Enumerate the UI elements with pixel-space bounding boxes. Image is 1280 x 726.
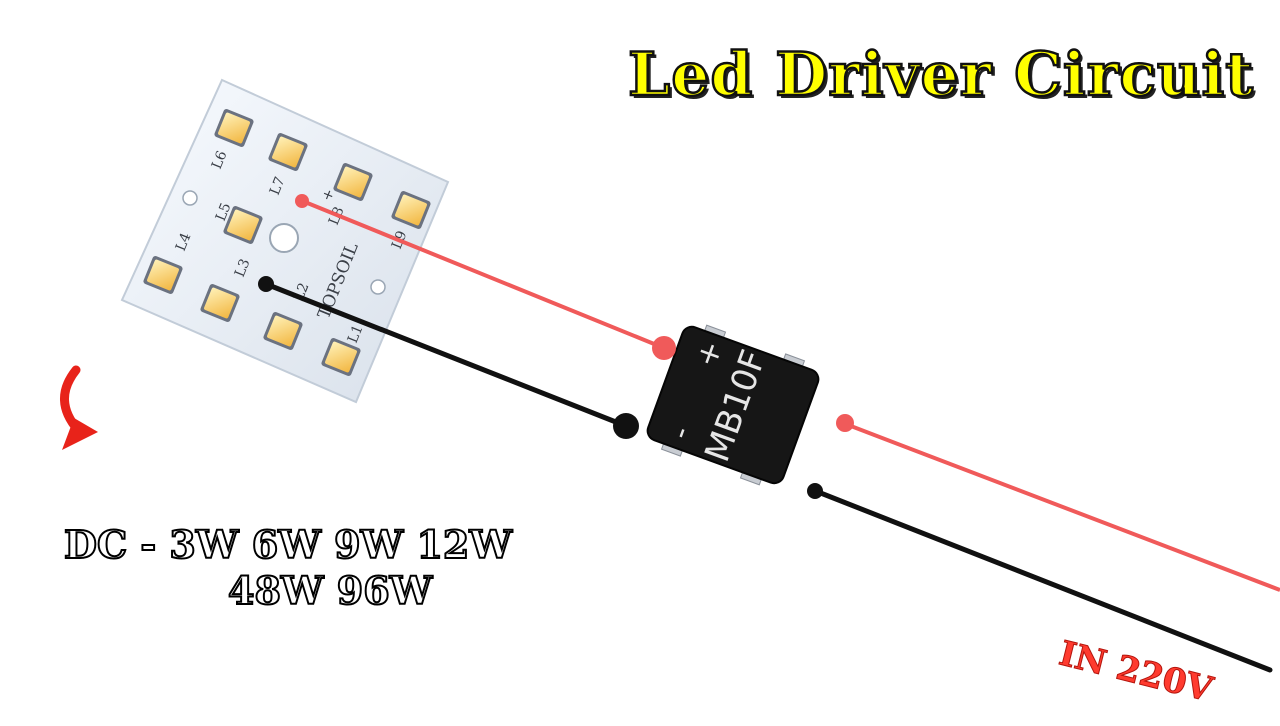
led-label-l6: L6 bbox=[209, 149, 231, 172]
page-title: Led Driver Circuit bbox=[627, 39, 1255, 112]
load-label-line-2: 48W 96W bbox=[227, 567, 433, 614]
positive-led-dot bbox=[295, 194, 309, 208]
ac-input-dot-1 bbox=[836, 414, 854, 432]
ac-input-wire-2 bbox=[810, 487, 1273, 673]
led-chip bbox=[223, 206, 263, 244]
led-chip bbox=[214, 109, 254, 147]
led-chip bbox=[263, 312, 303, 350]
led-board: L6 L7 L5 L4 L3 L2 L1 L8 L9 TOPSOIL + bbox=[120, 78, 450, 404]
led-chip bbox=[333, 163, 373, 201]
bridge-rectifier: MB10F + - bbox=[646, 324, 820, 486]
led-chip bbox=[200, 284, 240, 322]
positive-wire-to-led bbox=[298, 198, 666, 350]
rectifier-positive-dot bbox=[652, 336, 676, 360]
ac-input-wire-1 bbox=[842, 421, 1280, 592]
board-plus-mark: + bbox=[319, 187, 338, 204]
led-chip bbox=[391, 191, 431, 229]
led-chip bbox=[268, 133, 308, 171]
rectifier-negative-dot bbox=[613, 413, 639, 439]
led-label-l7: L7 bbox=[267, 175, 289, 198]
load-label-line-1: DC - 3W 6W 9W 12W bbox=[63, 521, 513, 568]
negative-led-dot bbox=[258, 276, 274, 292]
led-label-l4: L4 bbox=[173, 231, 195, 254]
mounting-hole bbox=[269, 223, 299, 253]
led-label-l5: L5 bbox=[213, 201, 235, 224]
led-chip bbox=[143, 256, 183, 294]
mounting-hole bbox=[182, 190, 198, 206]
mounting-hole bbox=[370, 279, 386, 295]
ac-input-dot-2 bbox=[807, 483, 823, 499]
curved-arrow-icon bbox=[60, 365, 98, 450]
negative-wire-to-led bbox=[263, 281, 629, 429]
led-label-l3: L3 bbox=[232, 257, 254, 280]
led-chip bbox=[321, 338, 361, 376]
led-label-l1: L1 bbox=[345, 323, 367, 346]
